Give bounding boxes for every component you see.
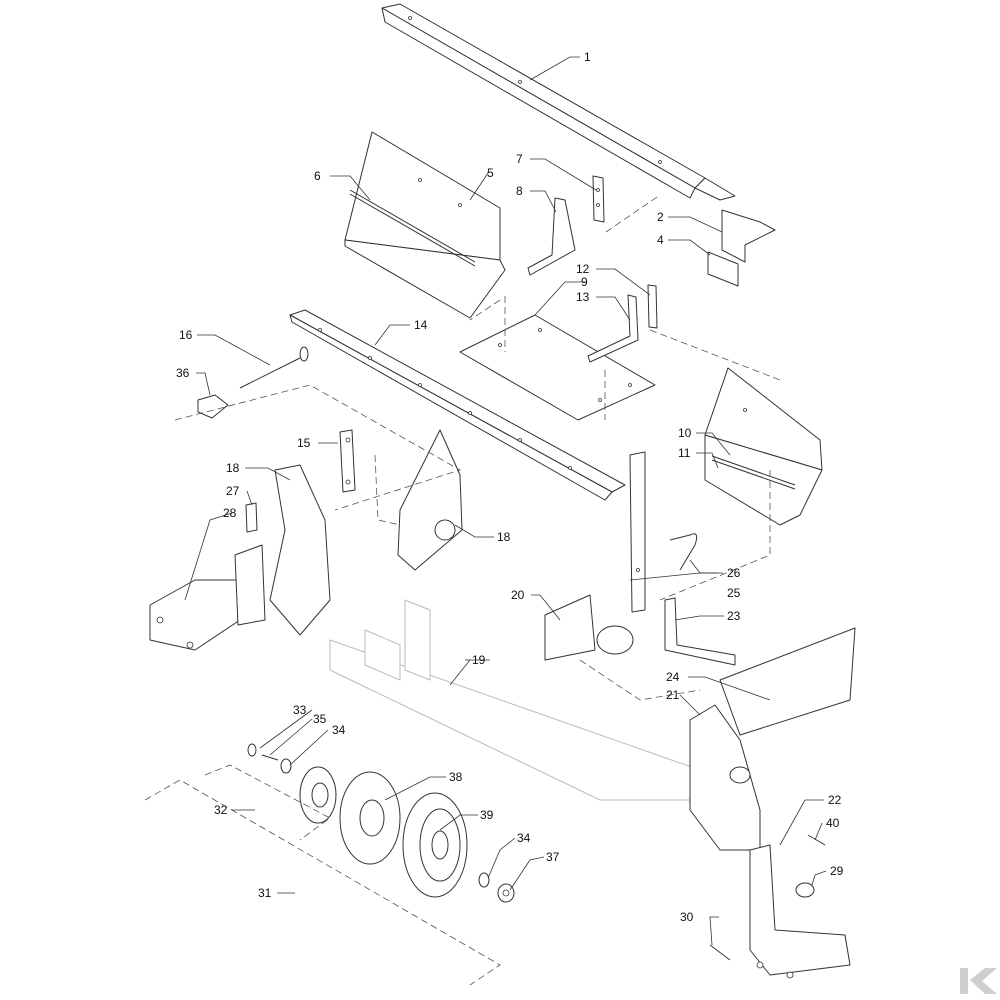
callout-11: 11 (678, 446, 691, 460)
part-10-guard (704, 367, 823, 526)
callout-1: 1 (584, 50, 591, 64)
callout-4: 4 (657, 233, 664, 247)
callout-9: 9 (581, 275, 588, 289)
leader-lines (184, 56, 827, 946)
callout-31: 31 (258, 886, 272, 900)
callout-28: 28 (223, 506, 237, 520)
part-14-perforated-bar (289, 309, 626, 501)
assembly-guides (144, 194, 781, 986)
part-38-rim-disc (339, 771, 401, 865)
callout-35: 35 (313, 712, 327, 726)
part-8-angle-bracket (527, 197, 576, 276)
part-5-guard (344, 131, 506, 319)
part-29-spacer (795, 882, 815, 898)
part-34-bushing-upper (280, 758, 292, 774)
part-28-wheel-bracket (149, 544, 266, 651)
callout-27: 27 (226, 484, 240, 498)
callout-10: 10 (678, 426, 692, 440)
callout-7: 7 (516, 152, 523, 166)
callout-22: 22 (828, 793, 842, 807)
part-32-hub (299, 766, 337, 824)
callout-16: 16 (179, 328, 193, 342)
callout-19: 19 (472, 653, 486, 667)
part-27-small-plate (245, 502, 258, 533)
callout-13: 13 (576, 290, 590, 304)
callout-2: 2 (657, 210, 664, 224)
part-20-bearing-housing (544, 594, 634, 661)
part-30-bolt (709, 944, 731, 961)
callout-18-left: 18 (226, 461, 240, 475)
callout-8: 8 (516, 184, 523, 198)
part-39-tyre (402, 792, 468, 898)
part-1-top-rail (381, 3, 736, 201)
callout-23: 23 (727, 609, 741, 623)
part-34-bushing-lower (478, 872, 490, 888)
callout-40: 40 (826, 816, 840, 830)
callout-38: 38 (449, 770, 463, 784)
callout-5: 5 (487, 166, 494, 180)
part-36-clip (197, 394, 229, 419)
part-13-angle-bracket (587, 294, 639, 363)
callout-34-lower: 34 (517, 831, 531, 845)
part-4-plate (707, 251, 739, 287)
part-2-bracket (721, 209, 776, 263)
part-18-side-plate-right (397, 429, 463, 571)
part-18-arm-left (269, 464, 331, 636)
part-40-bolt (807, 834, 826, 846)
part-37-nut (497, 883, 515, 903)
callout-37: 37 (546, 850, 560, 864)
callout-29: 29 (830, 864, 844, 878)
callout-39: 39 (480, 808, 494, 822)
callout-21: 21 (666, 688, 680, 702)
callout-25: 25 (727, 586, 741, 600)
part-24-cover-plate (719, 627, 856, 736)
part-15-link (339, 429, 356, 493)
part-21-upright (689, 704, 761, 851)
part-23-bracket (664, 597, 736, 666)
part-16-long-bolt (239, 346, 309, 389)
callout-15: 15 (297, 436, 311, 450)
callout-36: 36 (176, 366, 190, 380)
part-35-pin (261, 754, 279, 761)
part-19-axle-tube (329, 599, 701, 801)
part-33-circlip (247, 743, 257, 757)
part-22-wheel-bracket (749, 844, 851, 979)
chevron-logo-icon (960, 968, 997, 994)
callout-32: 32 (214, 803, 228, 817)
callout-33: 33 (293, 703, 307, 717)
callout-6: 6 (314, 169, 321, 183)
callout-30: 30 (680, 910, 694, 924)
part-25-tall-bar (629, 451, 646, 613)
callout-12: 12 (576, 262, 590, 276)
part-12-strip (647, 284, 658, 329)
callout-24: 24 (666, 670, 680, 684)
part-26-u-bolt (669, 533, 698, 571)
callout-18-right: 18 (497, 530, 511, 544)
callout-20: 20 (511, 588, 525, 602)
part-9-plate (459, 314, 656, 421)
callout-14: 14 (414, 318, 428, 332)
callout-26: 26 (727, 566, 741, 580)
part-7-strip (592, 175, 605, 223)
callout-34-upper: 34 (332, 723, 346, 737)
callout-labels: 1 2 4 5 6 7 8 9 10 11 12 13 14 15 16 18 … (176, 50, 844, 924)
